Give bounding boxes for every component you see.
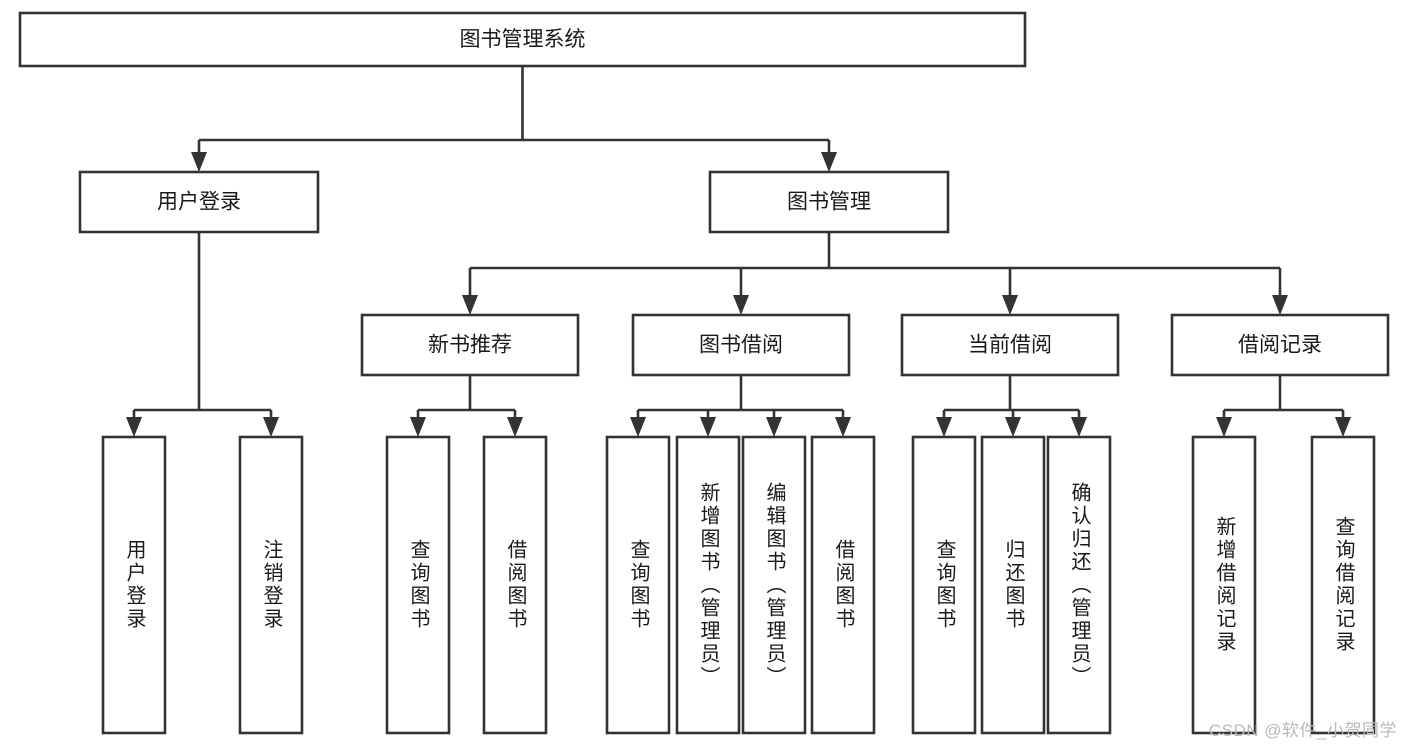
group-book-borrow-arrow-0 [630,417,646,437]
group-new-book-recommend-arrow-1 [507,417,523,437]
node-book-borrow-label: 图书借阅 [699,334,783,357]
bookmanage-to-level3-arrow-3 [1272,295,1288,315]
group-borrow-record-arrow-1 [1335,417,1351,437]
node-user-login-label: 用户登录 [157,191,241,214]
root-node-root-label: 图书管理系统 [460,28,586,51]
bookmanage-to-level3-arrow-1 [733,295,749,315]
leaf-node-leaf-borrow-book-1[interactable] [482,435,548,735]
group-new-book-recommend-arrow-0 [410,417,426,437]
group-user-login-arrow-1 [263,417,279,437]
node-borrow-record[interactable] [1170,313,1390,377]
leaf-node-leaf-user-login[interactable] [101,435,167,735]
leaf-node-leaf-query-record[interactable] [1310,435,1376,735]
bookmanage-to-level3-arrow-0 [462,295,478,315]
group-current-borrow-arrow-1 [1005,417,1021,437]
group-borrow-record-arrow-0 [1216,417,1232,437]
node-book-borrow[interactable] [631,313,851,377]
group-current-borrow-arrow-2 [1071,417,1087,437]
node-current-borrow[interactable] [900,313,1120,377]
group-book-borrow-arrow-3 [835,417,851,437]
leaf-node-leaf-query-book-2[interactable] [605,435,671,735]
root-node-root[interactable] [18,11,1027,68]
leaf-node-leaf-query-book-1[interactable] [385,435,451,735]
node-user-login[interactable] [78,170,320,234]
group-book-borrow-arrow-1 [700,417,716,437]
node-new-book-recommend[interactable] [360,313,580,377]
node-current-borrow-label: 当前借阅 [968,334,1052,357]
leaf-node-leaf-edit-book[interactable] [741,435,807,735]
node-book-manage[interactable] [708,170,950,234]
leaf-node-leaf-confirm-return[interactable] [1046,435,1112,735]
group-user-login-arrow-0 [126,417,142,437]
watermark: CSDN @软件_小贺同学 [1208,721,1397,740]
node-new-book-recommend-label: 新书推荐 [428,334,512,357]
leaf-node-leaf-query-book-3[interactable] [911,435,977,735]
node-book-manage-label: 图书管理 [787,191,871,214]
root-to-level2-arrow-1 [821,152,837,172]
leaf-node-leaf-return-book[interactable] [980,435,1046,735]
leaf-node-leaf-add-book[interactable] [675,435,741,735]
node-borrow-record-label: 借阅记录 [1238,334,1322,357]
bookmanage-to-level3-arrow-2 [1002,295,1018,315]
connector-layer [126,66,1351,437]
node-layer [18,11,1390,735]
root-to-level2-arrow-0 [191,152,207,172]
leaf-node-leaf-logout-login[interactable] [238,435,304,735]
leaf-node-leaf-borrow-book-2[interactable] [810,435,876,735]
leaf-node-leaf-add-record[interactable] [1191,435,1257,735]
group-current-borrow-arrow-0 [936,417,952,437]
group-book-borrow-arrow-2 [766,417,782,437]
